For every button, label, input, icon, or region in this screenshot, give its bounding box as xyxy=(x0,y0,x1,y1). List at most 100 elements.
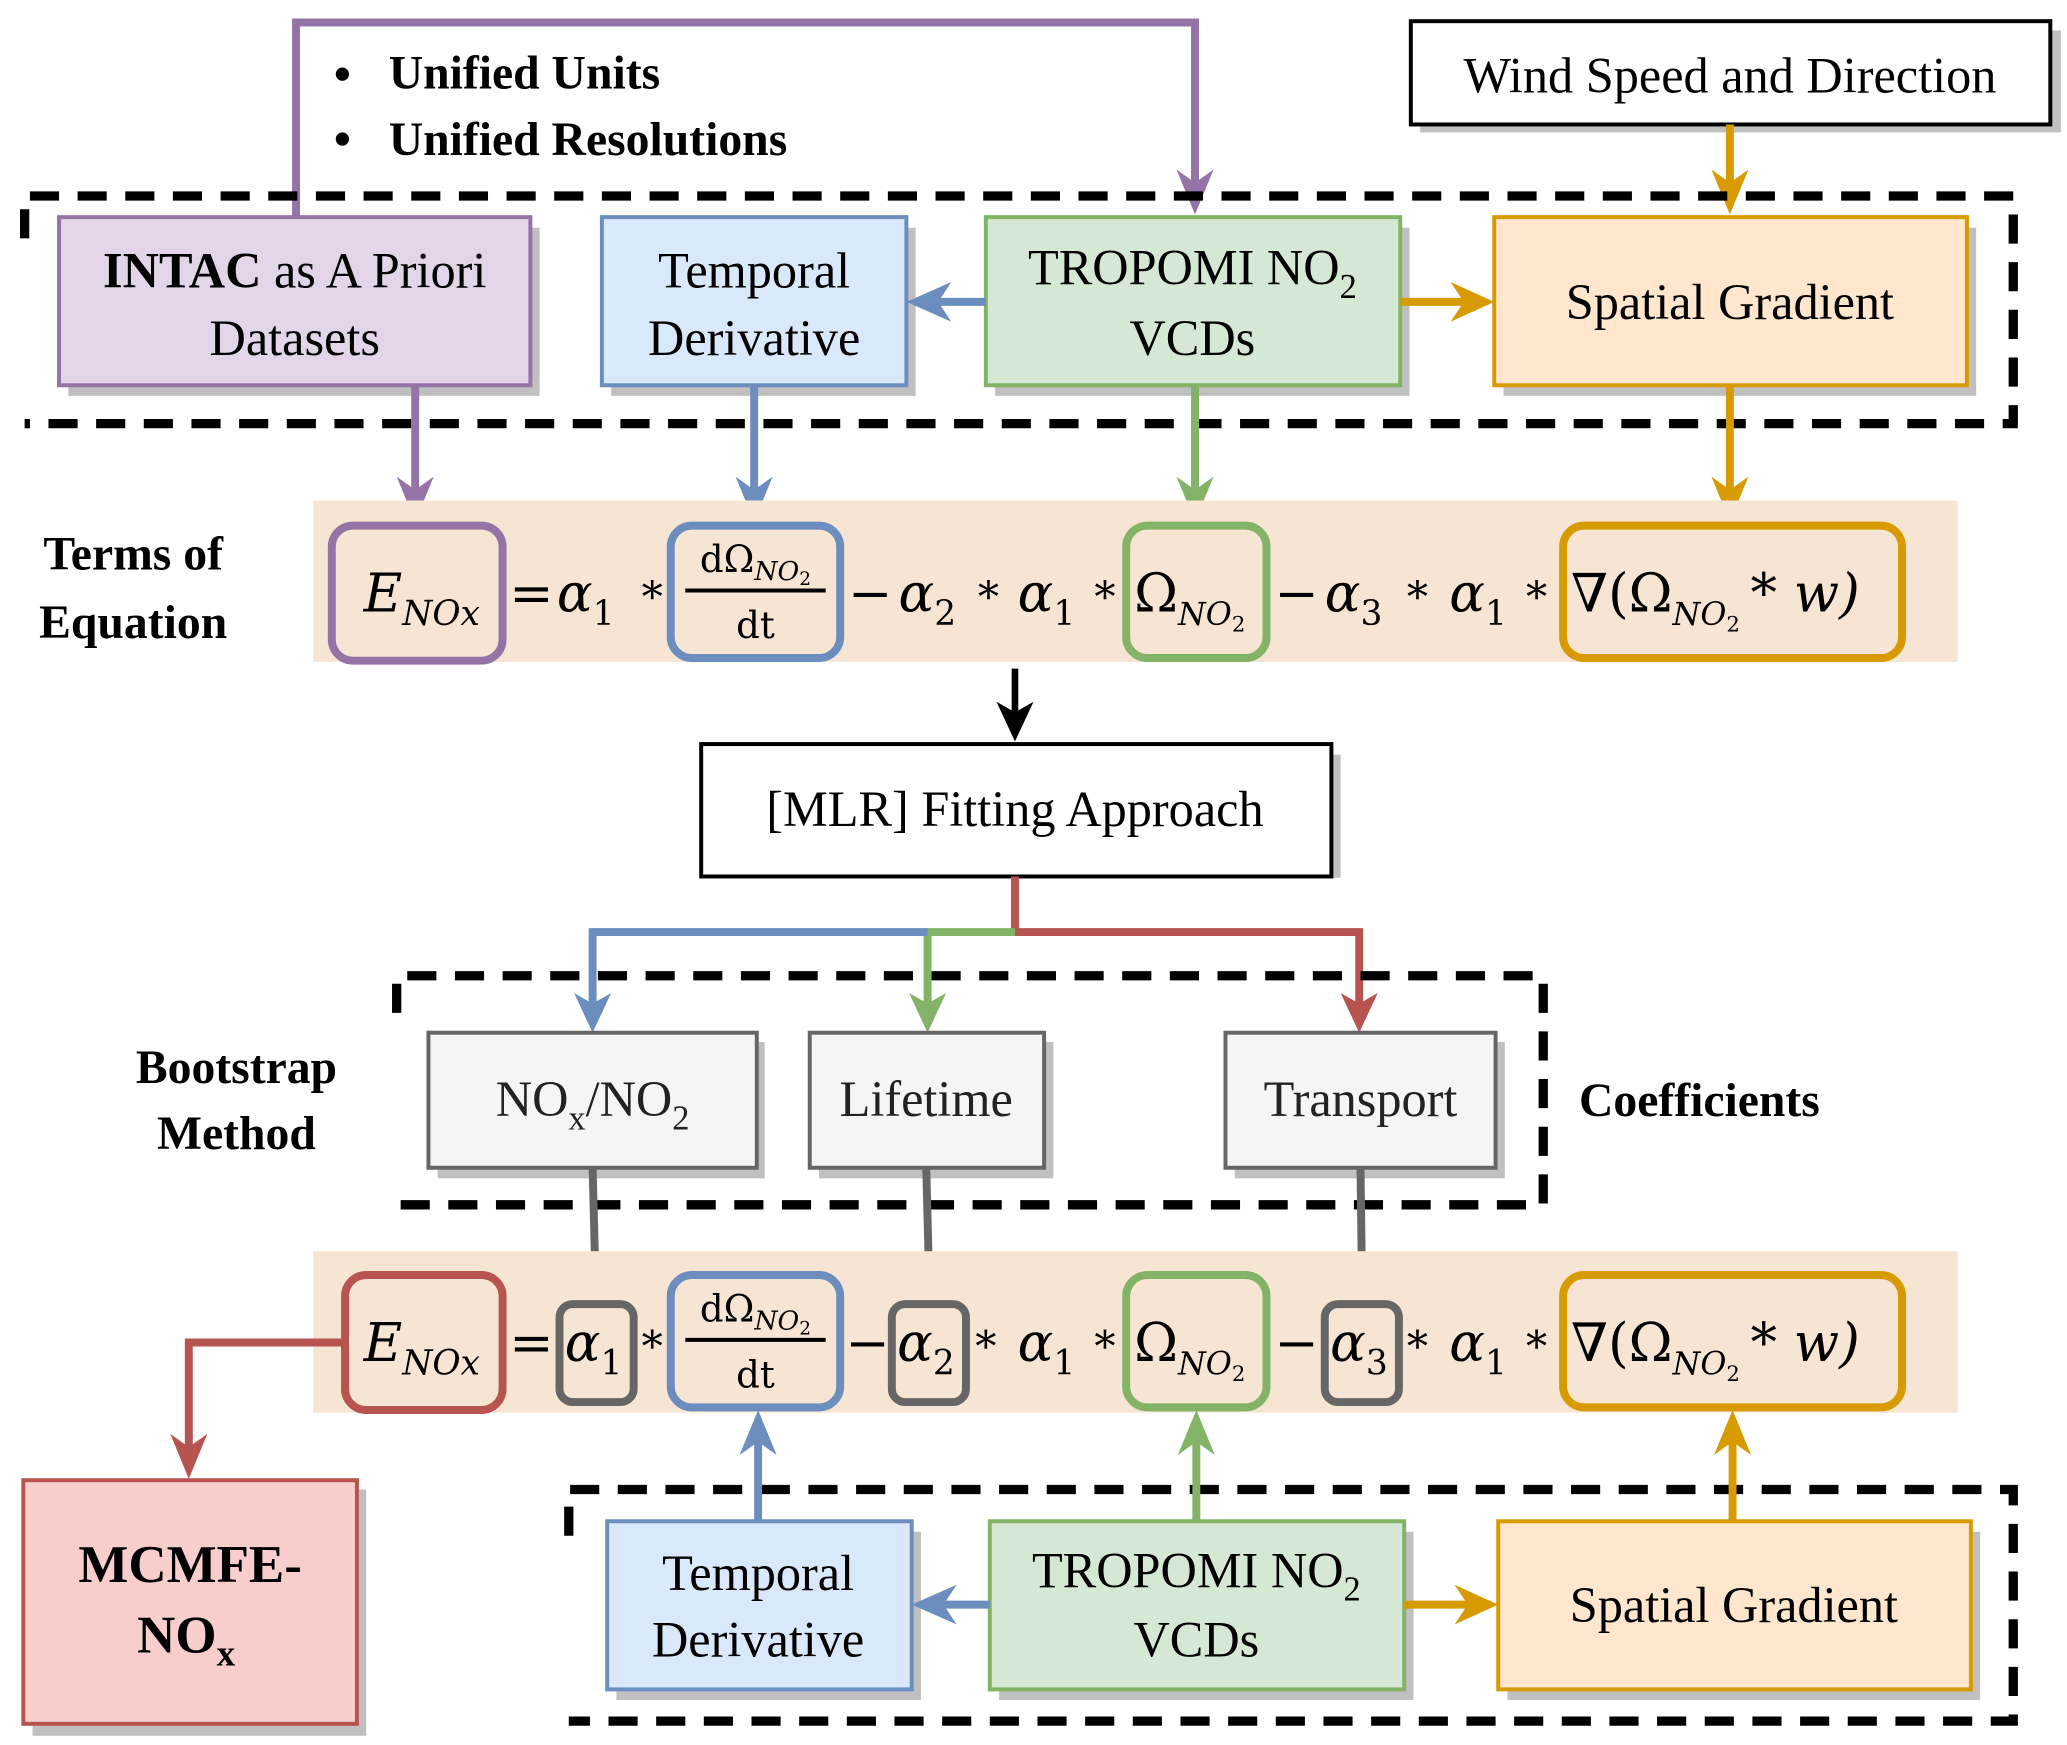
temporal-label-line1: Temporal xyxy=(658,242,850,298)
connector-temporal-to-derivative xyxy=(735,385,773,522)
terms-label-line2: Equation xyxy=(39,597,227,649)
svg-text:=: = xyxy=(509,564,553,625)
svg-text:α3: α3 xyxy=(1325,564,1383,634)
connector-mlr-branches xyxy=(574,876,1378,1033)
wind-box[interactable]: Wind Speed and Direction xyxy=(1408,19,2061,133)
connector-intac-to-E xyxy=(396,385,434,522)
mlr-fitting-box[interactable]: [MLR] Fitting Approach xyxy=(699,742,1341,879)
svg-text:*: * xyxy=(1094,1322,1115,1371)
bullet-icon xyxy=(335,132,350,146)
output-label-line2: NOx xyxy=(137,1606,235,1674)
connector-tropomi-to-spatial-bottom xyxy=(1404,1584,1499,1625)
arrowhead xyxy=(1177,1410,1215,1456)
svg-text:*: * xyxy=(1094,573,1115,622)
tropomi-box-bottom[interactable]: TROPOMI NO2 VCDs xyxy=(987,1519,1414,1700)
arrowhead xyxy=(909,992,947,1033)
connector-temporal-up xyxy=(739,1410,777,1522)
intac-box[interactable]: INTAC as A Priori Datasets xyxy=(57,215,540,396)
temporal-label-line2: Derivative xyxy=(648,310,860,366)
arrowhead xyxy=(396,476,434,522)
term-omega-frame[interactable] xyxy=(1122,1271,1271,1412)
svg-text:dΩNO2: dΩNO2 xyxy=(700,1287,811,1339)
svg-text:*: * xyxy=(642,573,663,622)
arrowhead xyxy=(574,992,612,1033)
svg-text:α1: α1 xyxy=(557,564,615,634)
connector-tropomi-to-temporal-bottom xyxy=(911,1584,990,1625)
lifetime-label: Lifetime xyxy=(840,1071,1013,1127)
alpha3-frame[interactable] xyxy=(1320,1300,1403,1407)
spatial-gradient-box-top[interactable]: Spatial Gradient xyxy=(1492,215,1977,396)
svg-text:ENOx: ENOx xyxy=(363,564,480,634)
tropomi-box-top[interactable]: TROPOMI NO2 VCDs xyxy=(983,215,1410,396)
bootstrap-label-line2: Method xyxy=(157,1108,316,1160)
svg-text:*: * xyxy=(642,1322,663,1371)
temporal-derivative-box-top[interactable]: Temporal Derivative xyxy=(599,215,916,396)
output-label-line1: MCMFE- xyxy=(78,1536,301,1594)
coefficient-group xyxy=(392,971,1548,1210)
term-nabla-frame[interactable] xyxy=(1559,1271,1906,1412)
svg-text:α2: α2 xyxy=(898,564,956,634)
svg-text:*: * xyxy=(978,573,999,622)
term-derivative-frame[interactable] xyxy=(666,1271,845,1412)
terms-label-line1: Terms of xyxy=(43,528,224,580)
svg-text:−: − xyxy=(1274,1313,1318,1374)
term-omega-frame[interactable] xyxy=(1122,521,1271,662)
svg-text:*: * xyxy=(1407,1322,1428,1371)
svg-text:−: − xyxy=(845,1313,889,1374)
svg-text:*: * xyxy=(1526,1322,1547,1371)
coefficient-box-transport[interactable]: Transport xyxy=(1223,1030,1505,1179)
intac-label-line2: Datasets xyxy=(210,310,380,366)
term-nabla-frame[interactable] xyxy=(1559,521,1906,662)
coefficient-box-ratio[interactable]: NOx/NO2 xyxy=(426,1030,765,1179)
alpha2-frame[interactable] xyxy=(887,1300,970,1407)
svg-text:−: − xyxy=(848,564,892,625)
svg-text:*: * xyxy=(975,1322,996,1371)
arrowhead xyxy=(735,476,773,522)
arrowhead xyxy=(1711,476,1749,522)
temporal-label-line2: Derivative xyxy=(652,1611,864,1667)
connector-tropomi-up xyxy=(1177,1410,1215,1522)
mlr-label: [MLR] Fitting Approach xyxy=(766,781,1263,837)
arrowhead xyxy=(1450,282,1495,322)
connector-wind-to-spatial xyxy=(1711,124,1749,215)
spatial-gradient-box-bottom[interactable]: Spatial Gradient xyxy=(1496,1519,1981,1700)
arrowhead xyxy=(996,701,1034,742)
spatial-label: Spatial Gradient xyxy=(1570,1577,1898,1633)
term-E-frame[interactable] xyxy=(327,521,507,665)
bullet-icon xyxy=(335,67,350,81)
svg-text:α1: α1 xyxy=(1449,564,1507,634)
coefficient-box-lifetime[interactable]: Lifetime xyxy=(807,1030,1054,1179)
connector-tropomi-to-temporal xyxy=(906,282,986,322)
connector-spatial-to-nabla xyxy=(1711,385,1749,522)
svg-text:*: * xyxy=(1526,573,1547,622)
arrowhead xyxy=(906,282,952,322)
alpha1-frame[interactable] xyxy=(555,1300,638,1407)
connector-tropomi-to-spatial xyxy=(1400,282,1495,322)
mcmfe-nox-output-box[interactable]: MCMFE- NOx xyxy=(21,1478,367,1736)
top-input-group xyxy=(19,191,2018,429)
equation-fitted: ENOx = α1 * dΩNO2 dt − α2 * α1 * ΩNO2 − … xyxy=(313,1251,1958,1415)
intac-label: INTAC as A Priori xyxy=(103,242,486,298)
temporal-derivative-box-bottom[interactable]: Temporal Derivative xyxy=(605,1519,921,1700)
unification-notes: Unified Units Unified Resolutions xyxy=(335,48,787,166)
arrowhead xyxy=(170,1433,208,1479)
svg-text:dt: dt xyxy=(736,1354,775,1397)
svg-text:*: * xyxy=(1407,573,1428,622)
tropomi-label-line2: VCDs xyxy=(1129,310,1255,366)
tropomi-label-line1: TROPOMI NO2 xyxy=(1032,1542,1361,1608)
coefficients-label: Coefficients xyxy=(1579,1075,1820,1127)
temporal-label-line1: Temporal xyxy=(662,1545,854,1601)
svg-text:=: = xyxy=(509,1313,553,1374)
connector-equation-to-mlr xyxy=(996,668,1034,742)
svg-text:α1: α1 xyxy=(1449,1313,1507,1383)
arrowhead xyxy=(739,1410,777,1456)
arrowhead xyxy=(1711,169,1749,215)
svg-text:−: − xyxy=(1274,564,1318,625)
tropomi-label-line2: VCDs xyxy=(1133,1611,1259,1667)
tropomi-label-line1: TROPOMI NO2 xyxy=(1028,240,1357,306)
term-derivative-frame[interactable] xyxy=(666,521,845,662)
connector-tropomi-to-omega xyxy=(1176,385,1214,522)
svg-text:α2: α2 xyxy=(897,1313,955,1383)
svg-text:dΩNO2: dΩNO2 xyxy=(700,538,811,590)
